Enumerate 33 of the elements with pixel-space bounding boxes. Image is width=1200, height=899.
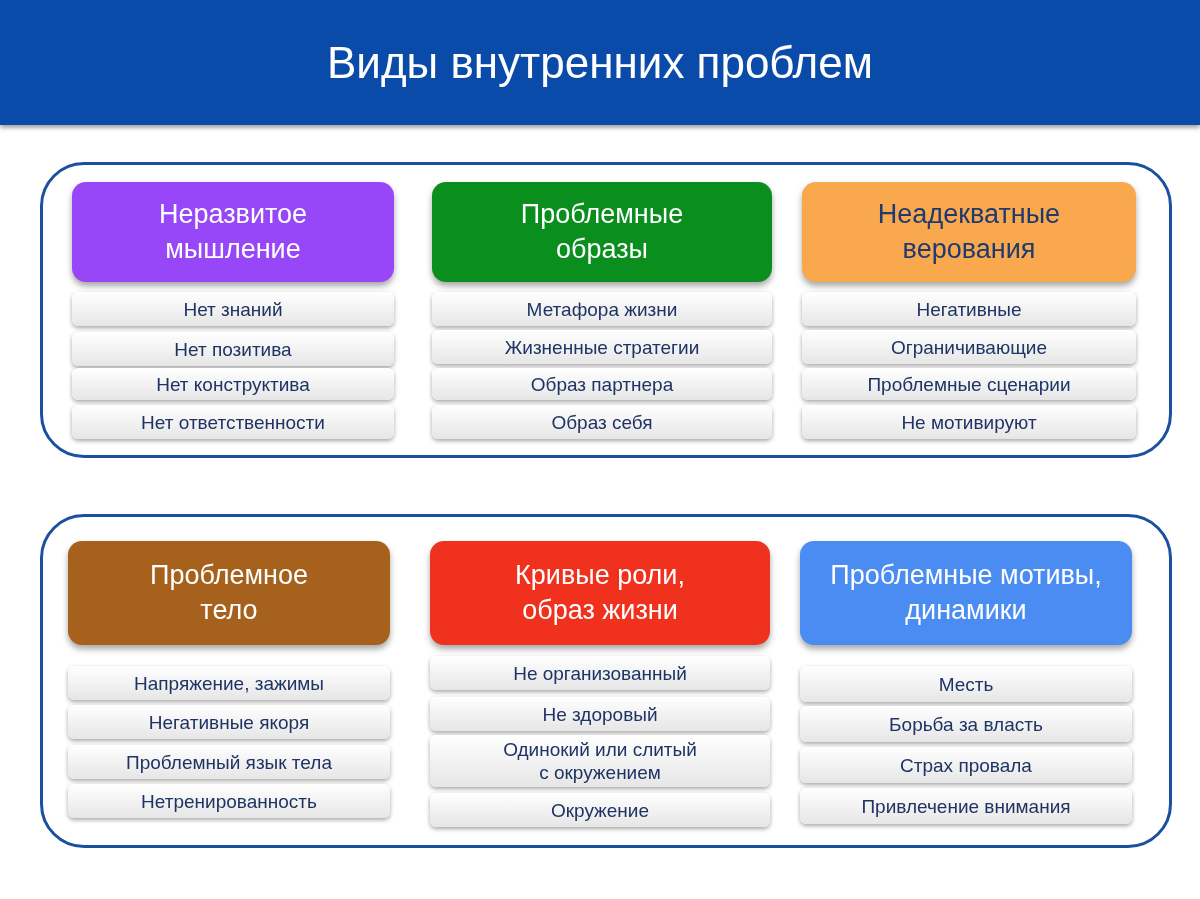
item-card: Образ партнера xyxy=(432,368,772,400)
category-header: Неадекватные верования xyxy=(802,182,1136,282)
item-card: Напряжение, зажимы xyxy=(68,666,390,700)
category-header: Проблемные образы xyxy=(432,182,772,282)
item-card: Страх провала xyxy=(800,747,1132,783)
category-header: Проблемные мотивы, динамики xyxy=(800,541,1132,645)
item-card: Нет позитива xyxy=(72,332,394,366)
group-panel xyxy=(40,514,1172,848)
item-card: Нетренированность xyxy=(68,784,390,818)
item-card: Не здоровый xyxy=(430,697,770,731)
item-card: Проблемный язык тела xyxy=(68,745,390,779)
item-card: Одинокий или слитый с окружением xyxy=(430,735,770,787)
item-card: Метафора жизни xyxy=(432,292,772,326)
item-card: Месть xyxy=(800,666,1132,702)
category-header: Проблемное тело xyxy=(68,541,390,645)
item-card: Борьба за власть xyxy=(800,706,1132,742)
item-card: Негативные xyxy=(802,292,1136,326)
group-panel xyxy=(40,162,1172,458)
item-card: Нет знаний xyxy=(72,292,394,326)
title-bar: Виды внутренних проблем xyxy=(0,0,1200,125)
category-header: Кривые роли, образ жизни xyxy=(430,541,770,645)
item-card: Негативные якоря xyxy=(68,705,390,739)
category-header: Неразвитое мышление xyxy=(72,182,394,282)
item-card: Нет конструктива xyxy=(72,368,394,400)
item-card: Образ себя xyxy=(432,405,772,439)
item-card: Не организованный xyxy=(430,656,770,690)
item-card: Не мотивируют xyxy=(802,405,1136,439)
item-card: Привлечение внимания xyxy=(800,788,1132,824)
item-card: Жизненные стратегии xyxy=(432,330,772,364)
item-card: Окружение xyxy=(430,793,770,827)
item-card: Нет ответственности xyxy=(72,405,394,439)
item-card: Проблемные сценарии xyxy=(802,368,1136,400)
item-card: Ограничивающие xyxy=(802,330,1136,364)
